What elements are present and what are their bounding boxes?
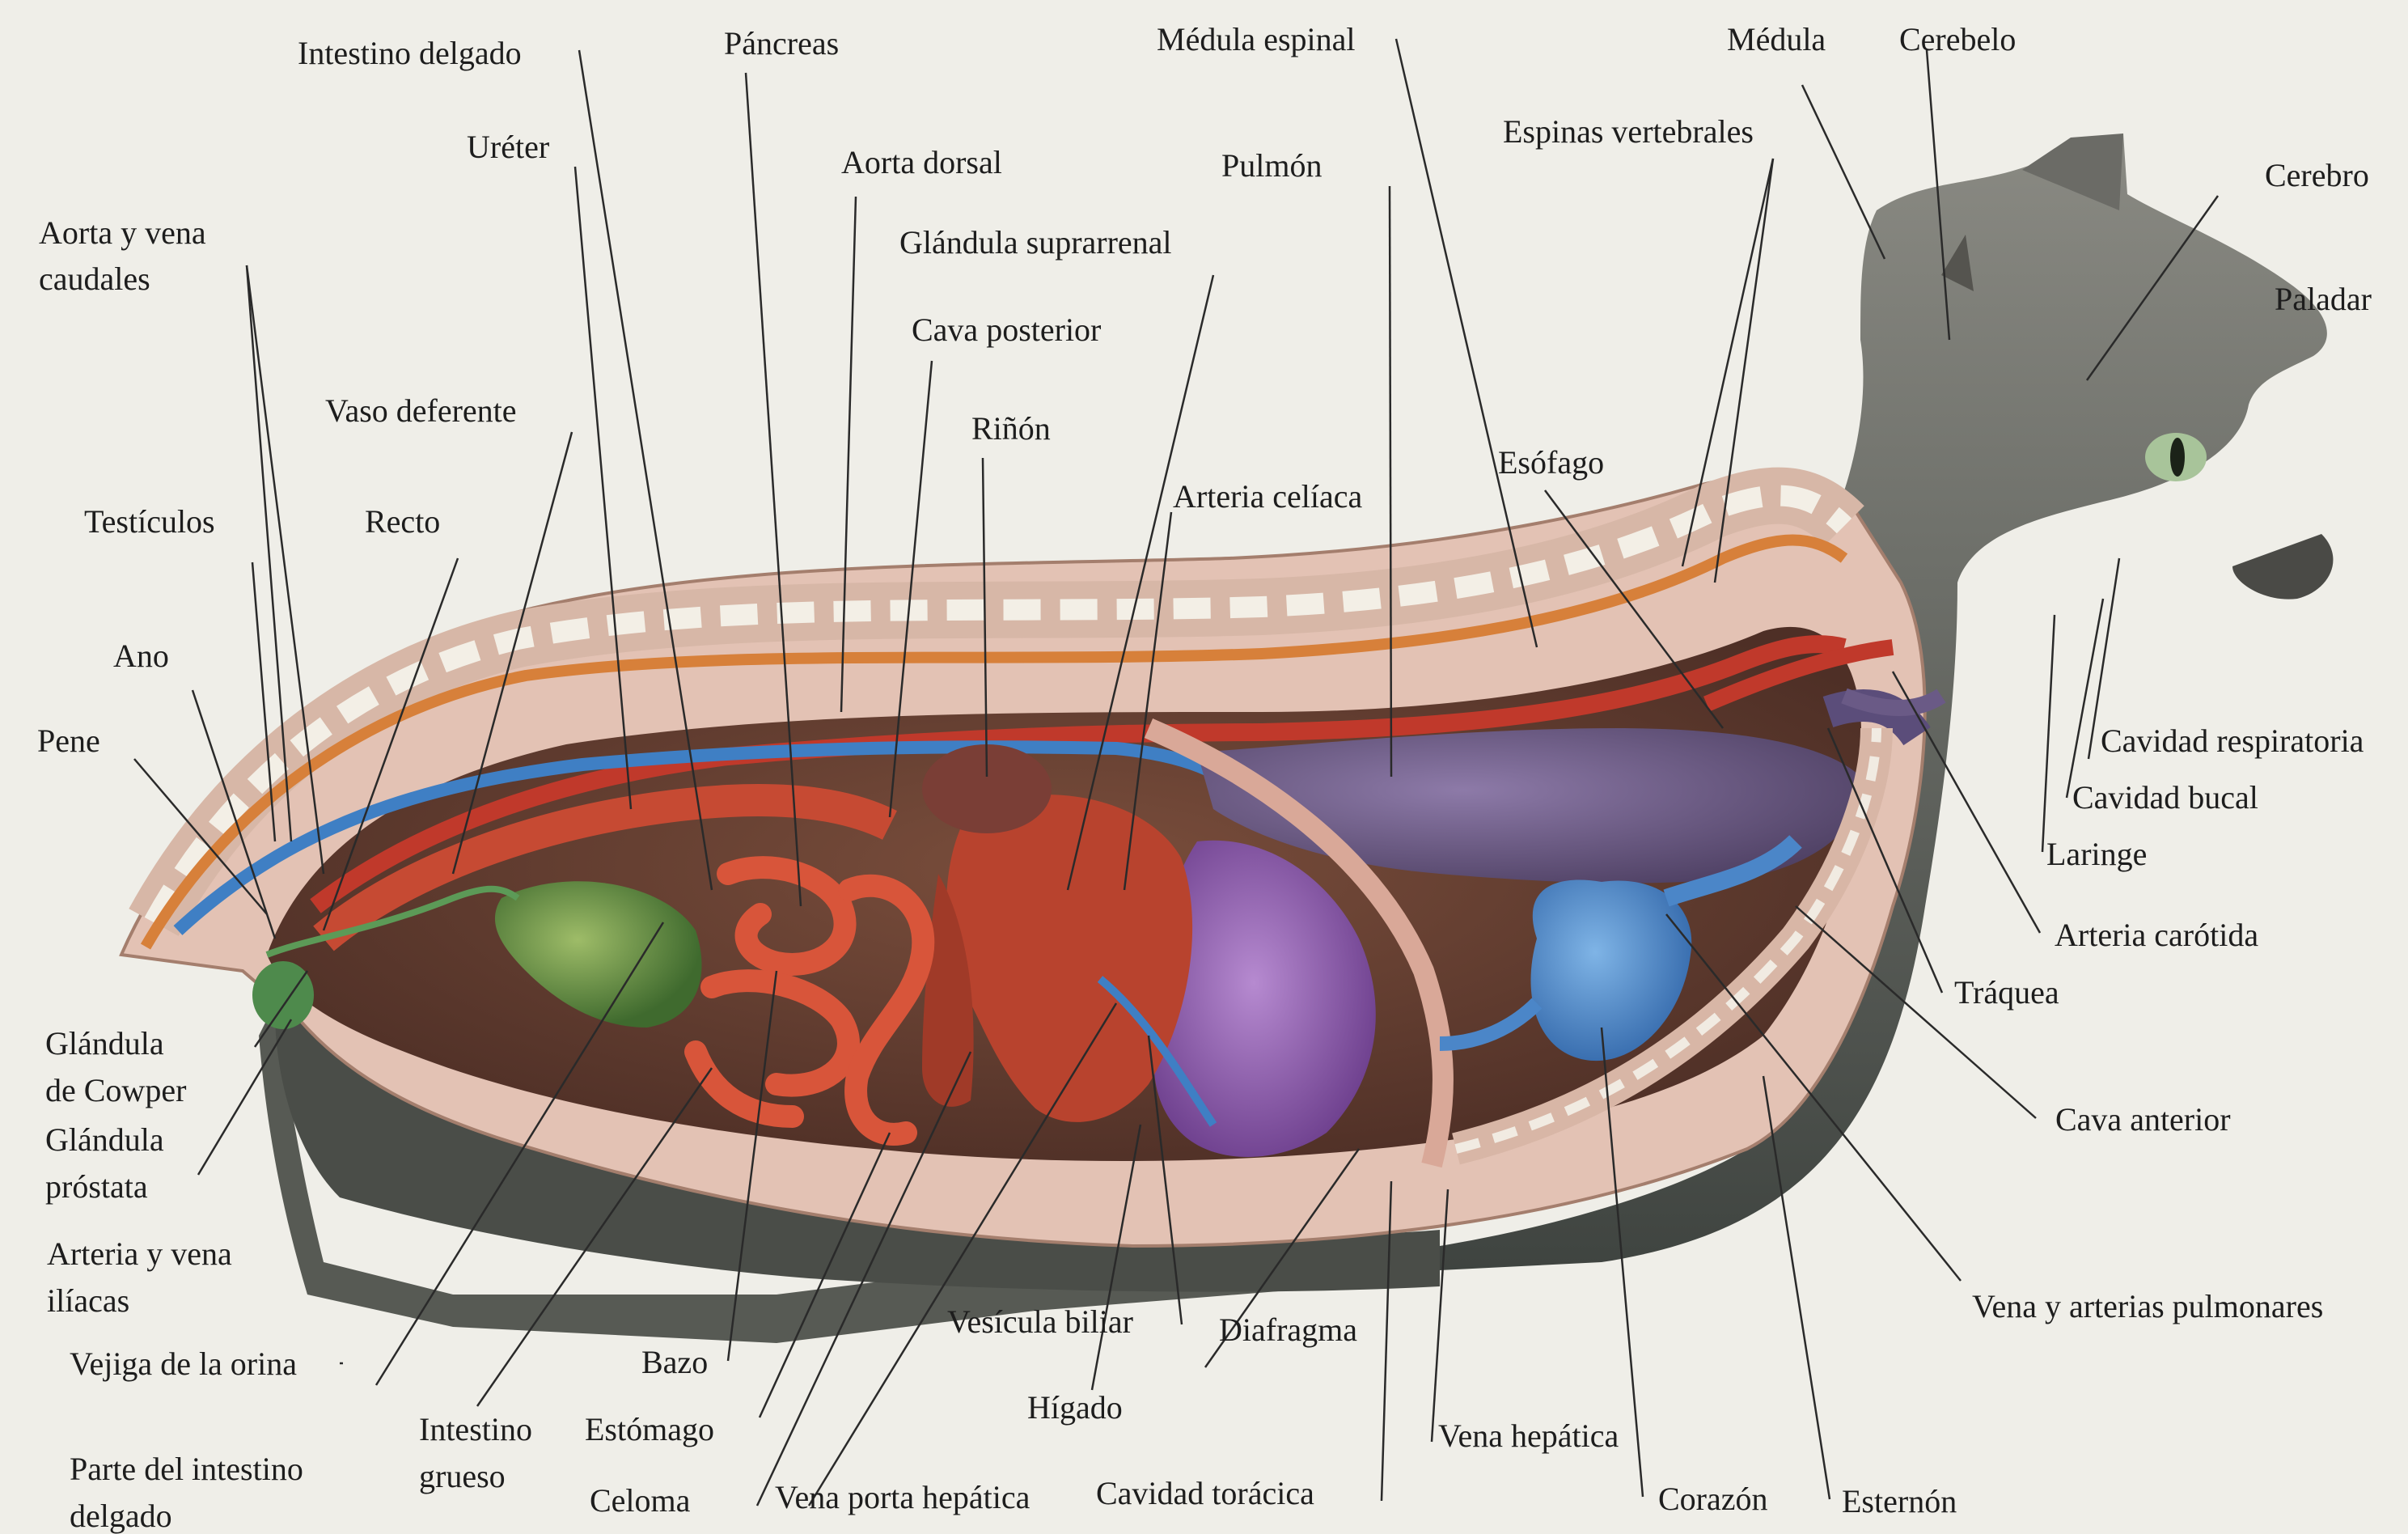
label-aorta-vena-caudales-line1: Aorta y vena (39, 217, 206, 249)
label-aorta-dorsal: Aorta dorsal (841, 146, 1002, 179)
label-cerebro: Cerebro (2265, 159, 2369, 192)
label-intestino-grueso-line1: Intestino (419, 1413, 532, 1446)
label-glandula-suprarrenal: Glándula suprarrenal (899, 227, 1172, 259)
label-glandula-cowper-line1: Glándula (45, 1028, 164, 1060)
label-celoma: Celoma (590, 1485, 690, 1517)
label-vena-hepatica: Vena hepática (1438, 1420, 1619, 1452)
label-cava-posterior: Cava posterior (912, 314, 1101, 346)
label-vena-porta-hepatica: Vena porta hepática (775, 1481, 1030, 1514)
label-rinon: Riñón (971, 413, 1051, 445)
label-cava-anterior: Cava anterior (2055, 1104, 2231, 1136)
label-laringe: Laringe (2046, 838, 2147, 871)
label-arteria-vena-iliacas-line2: ilíacas (47, 1285, 129, 1317)
label-cerebelo: Cerebelo (1899, 23, 2016, 56)
cowper-gland (252, 961, 314, 1029)
label-medula: Médula (1727, 23, 1826, 56)
label-glandula-prostata-line2: próstata (45, 1171, 148, 1203)
label-traquea: Tráquea (1954, 977, 2059, 1009)
label-arteria-celiaca: Arteria celíaca (1173, 481, 1362, 513)
label-esternon: Esternón (1842, 1485, 1957, 1518)
label-parte-intestino-delgado-line2: delgado (70, 1500, 172, 1532)
label-arteria-carotida: Arteria carótida (2055, 919, 2258, 951)
label-esofago: Esófago (1498, 447, 1604, 479)
label-ureter: Uréter (467, 131, 549, 163)
label-pancreas: Páncreas (724, 28, 839, 60)
label-pulmon: Pulmón (1221, 150, 1322, 182)
label-espinas-vertebrales: Espinas vertebrales (1503, 116, 1754, 148)
label-arteria-vena-iliacas-line1: Arteria y vena (47, 1238, 232, 1270)
label-ano: Ano (113, 640, 169, 672)
label-cavidad-respiratoria: Cavidad respiratoria (2101, 725, 2364, 757)
label-intestino-delgado: Intestino delgado (298, 37, 522, 70)
label-vena-arterias-pulmonares: Vena y arterias pulmonares (1972, 1290, 2323, 1323)
label-cavidad-toracica: Cavidad torácica (1096, 1477, 1314, 1510)
label-intestino-grueso-line2: grueso (419, 1460, 506, 1493)
label-aorta-vena-caudales-line2: caudales (39, 263, 150, 295)
label-vaso-deferente: Vaso deferente (325, 395, 517, 427)
label-medula-espinal: Médula espinal (1157, 23, 1356, 56)
label-higado: Hígado (1027, 1392, 1123, 1424)
label-recto: Recto (365, 506, 440, 538)
label-estomago: Estómago (585, 1413, 714, 1446)
label-vejiga-orina: Vejiga de la orina (70, 1348, 297, 1380)
label-bazo: Bazo (641, 1346, 708, 1379)
label-cavidad-bucal: Cavidad bucal (2072, 782, 2258, 814)
label-diafragma: Diafragma (1219, 1314, 1357, 1346)
label-parte-intestino-delgado-line1: Parte del intestino (70, 1453, 303, 1485)
label-paladar: Paladar (2275, 283, 2372, 316)
label-glandula-cowper-line2: de Cowper (45, 1074, 186, 1107)
label-corazon: Corazón (1658, 1483, 1768, 1515)
label-pene: Pene (37, 725, 100, 757)
label-vesicula-biliar: Vesícula biliar (947, 1306, 1133, 1338)
label-glandula-prostata-line1: Glándula (45, 1124, 164, 1156)
label-testiculos: Testículos (84, 506, 215, 538)
